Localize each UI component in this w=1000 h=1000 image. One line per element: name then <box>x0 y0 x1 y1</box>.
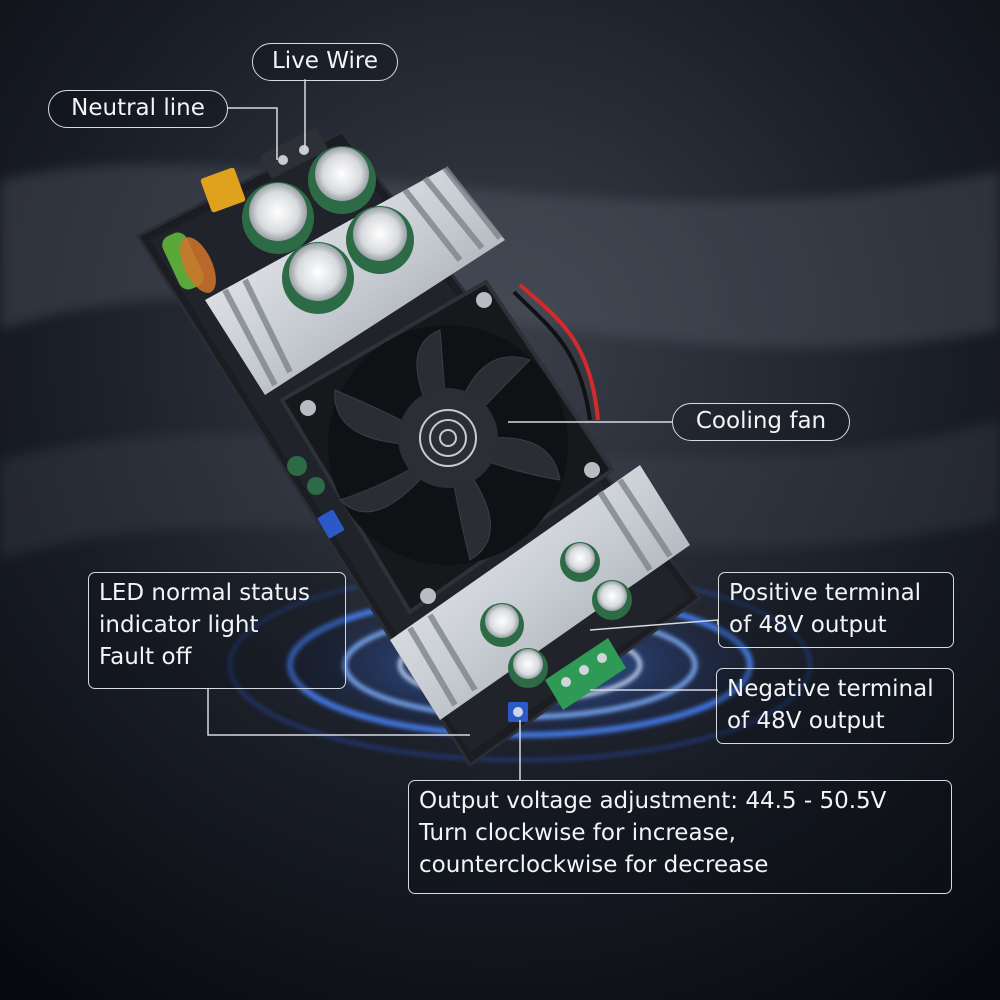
yellow-capacitor <box>200 167 246 213</box>
input-terminal-block <box>260 127 328 179</box>
leader-lines <box>207 79 719 780</box>
led-status-line: LED normal status <box>99 580 310 606</box>
led-status-line: Fault off <box>99 644 192 670</box>
led-status-line: indicator light <box>99 612 259 638</box>
potentiometer-knob <box>513 707 523 717</box>
negative-terminal-line: Negative terminal <box>727 676 934 702</box>
positive-terminal-line: of 48V output <box>729 612 887 638</box>
cooling-fan-label: Cooling fan <box>672 403 850 441</box>
output-capacitors <box>480 542 632 688</box>
led-indicator <box>317 509 345 539</box>
top-heatsink <box>205 166 505 395</box>
small-capacitor <box>307 477 325 495</box>
live-wire-label: Live Wire <box>252 43 398 81</box>
inductor-coil <box>180 237 216 293</box>
negative-terminal-line: of 48V output <box>727 708 885 734</box>
output-voltage-line: counterclockwise for decrease <box>419 852 769 878</box>
fan-wire-black <box>512 290 592 421</box>
led-status-label: LED normal status indicator light Fault … <box>88 572 346 689</box>
output-voltage-label: Output voltage adjustment: 44.5 - 50.5V … <box>408 780 952 894</box>
negative-terminal-label: Negative terminal of 48V output <box>716 668 954 744</box>
fan-wire-red <box>518 283 600 421</box>
output-terminal-block <box>545 638 626 710</box>
positive-terminal-label: Positive terminal of 48V output <box>718 572 954 648</box>
output-voltage-line: Output voltage adjustment: 44.5 - 50.5V <box>419 788 887 814</box>
output-voltage-line: Turn clockwise for increase, <box>419 820 736 846</box>
input-capacitors <box>242 146 414 314</box>
positive-terminal-line: Positive terminal <box>729 580 922 606</box>
bottom-heatsink <box>390 465 690 720</box>
neutral-line-label: Neutral line <box>48 90 228 128</box>
small-capacitor <box>287 456 307 476</box>
cooling-fan <box>279 279 615 615</box>
